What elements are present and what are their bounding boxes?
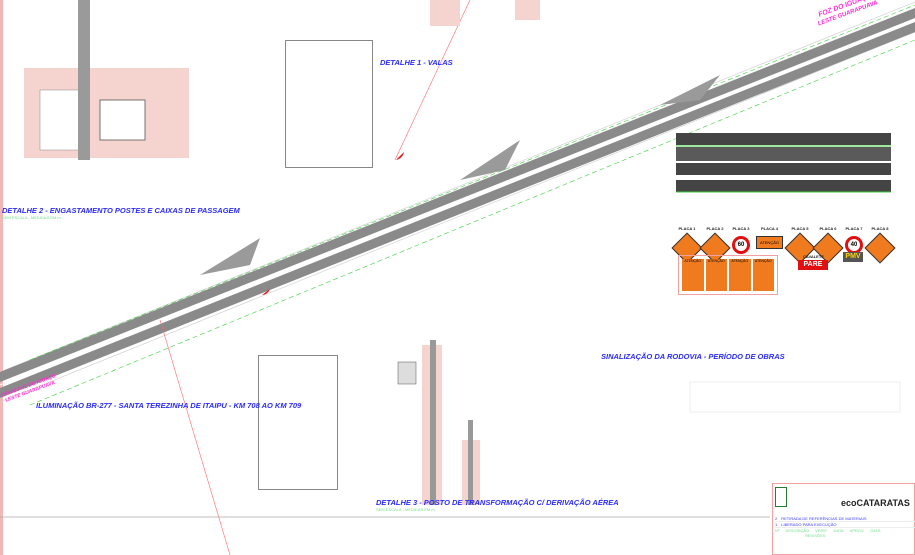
title-detalhe-2: DETALHE 2 - ENGASTAMENTO POSTES E CAIXAS… (2, 206, 240, 215)
pmv-sign: PMV (843, 252, 863, 262)
speed-limit-icon: 60 (731, 236, 750, 254)
title-sinalizacao: SINALIZAÇÃO DA RODOVIA - PERÍODO DE OBRA… (601, 352, 785, 361)
company-logo-box (775, 487, 787, 507)
cavalete-label: CAVALETE (803, 254, 824, 259)
title-iluminacao: ILUMINAÇÃO BR-277 - SANTA TEREZINHA DE I… (36, 401, 302, 410)
lane-sign-icon (864, 232, 896, 264)
pare-sign: PARE (798, 260, 828, 270)
title-detalhe-3: DETALHE 3 - POSTO DE TRANSFORMAÇÃO C/ DE… (376, 498, 619, 507)
ecocataratas-logo: ecoCATARATAS (841, 498, 910, 508)
placa-5: PLACA 5 (784, 226, 816, 264)
atencao-board: ATENÇÃO ATENÇÃO ATENÇÃO ATENÇÃO (678, 255, 778, 295)
placa-8: PLACA 8 (864, 226, 896, 264)
table-calculo-2 (258, 355, 338, 490)
title-detalhe-1: DETALHE 1 - VALAS (380, 58, 453, 67)
placa-6: PLACA 6 (812, 226, 844, 264)
placa-1: PLACA 1 (671, 226, 703, 264)
scale-note-3: SEM ESCALA - MEDIDAS EM m (376, 507, 435, 512)
scale-note-2: SEM ESCALA - MEDIDAS EM m (2, 215, 61, 220)
table-calculo-1 (285, 40, 373, 168)
placa-2: PLACA 2 (699, 226, 731, 264)
